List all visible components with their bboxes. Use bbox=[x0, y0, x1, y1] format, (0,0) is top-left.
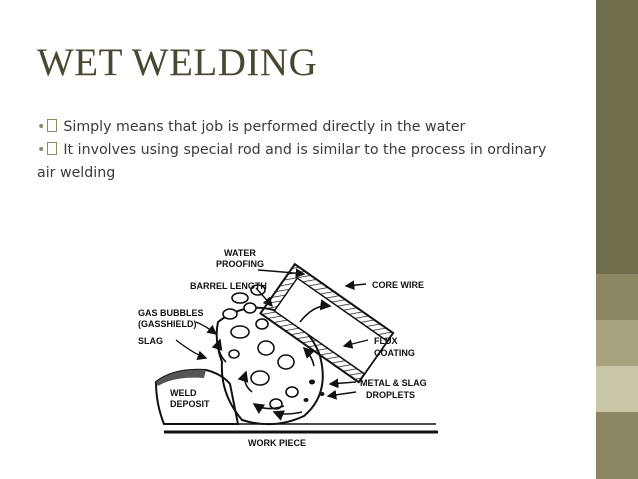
label-slag: SLAG bbox=[138, 336, 163, 346]
bullet-list: • Simply means that job is performed dire… bbox=[37, 116, 557, 185]
slag-layer bbox=[156, 369, 206, 386]
label-gas-bubbles: GAS BUBBLES bbox=[138, 308, 204, 318]
label-water: WATER bbox=[224, 248, 256, 258]
label-gasshield: (GASSHIELD) bbox=[138, 319, 197, 329]
label-work-piece: WORK PIECE bbox=[248, 438, 306, 448]
label-proofing: PROOFING bbox=[216, 259, 264, 269]
flow-arrows bbox=[211, 299, 332, 421]
label-weld: WELD bbox=[170, 388, 197, 398]
missing-glyph-icon bbox=[47, 119, 58, 132]
label-core-wire: CORE WIRE bbox=[372, 280, 424, 290]
label-deposit: DEPOSIT bbox=[170, 399, 210, 409]
bullet-item: • Simply means that job is performed dire… bbox=[37, 116, 557, 139]
label-barrel-length: BARREL LENGTH bbox=[190, 281, 267, 291]
wet-welding-diagram: WATER PROOFING BARREL LENGTH CORE WIRE G… bbox=[138, 248, 438, 448]
decorative-sidebar bbox=[596, 0, 638, 479]
label-droplets: DROPLETS bbox=[366, 390, 415, 400]
bullet-text: Simply means that job is performed direc… bbox=[63, 119, 466, 135]
bullet-text: It involves using special rod and is sim… bbox=[37, 142, 547, 181]
bullet-marker: • bbox=[37, 119, 46, 135]
sidebar-block bbox=[596, 0, 638, 274]
sidebar-block bbox=[596, 274, 638, 320]
label-metal-slag: METAL & SLAG bbox=[360, 378, 427, 388]
sidebar-block bbox=[596, 320, 638, 366]
bullet-marker: • bbox=[37, 142, 46, 158]
sidebar-block bbox=[596, 412, 638, 479]
metal-droplets bbox=[303, 379, 325, 402]
sidebar-block bbox=[596, 366, 638, 412]
slide-title: WET WELDING bbox=[37, 41, 318, 84]
missing-glyph-icon bbox=[47, 142, 58, 155]
bullet-item: •It involves using special rod and is si… bbox=[37, 139, 557, 185]
label-coating: COATING bbox=[374, 348, 415, 358]
label-flux: FLUX bbox=[374, 336, 398, 346]
core-wire bbox=[273, 277, 389, 376]
leader-arrows bbox=[175, 268, 369, 400]
gas-bubbles bbox=[222, 284, 299, 410]
